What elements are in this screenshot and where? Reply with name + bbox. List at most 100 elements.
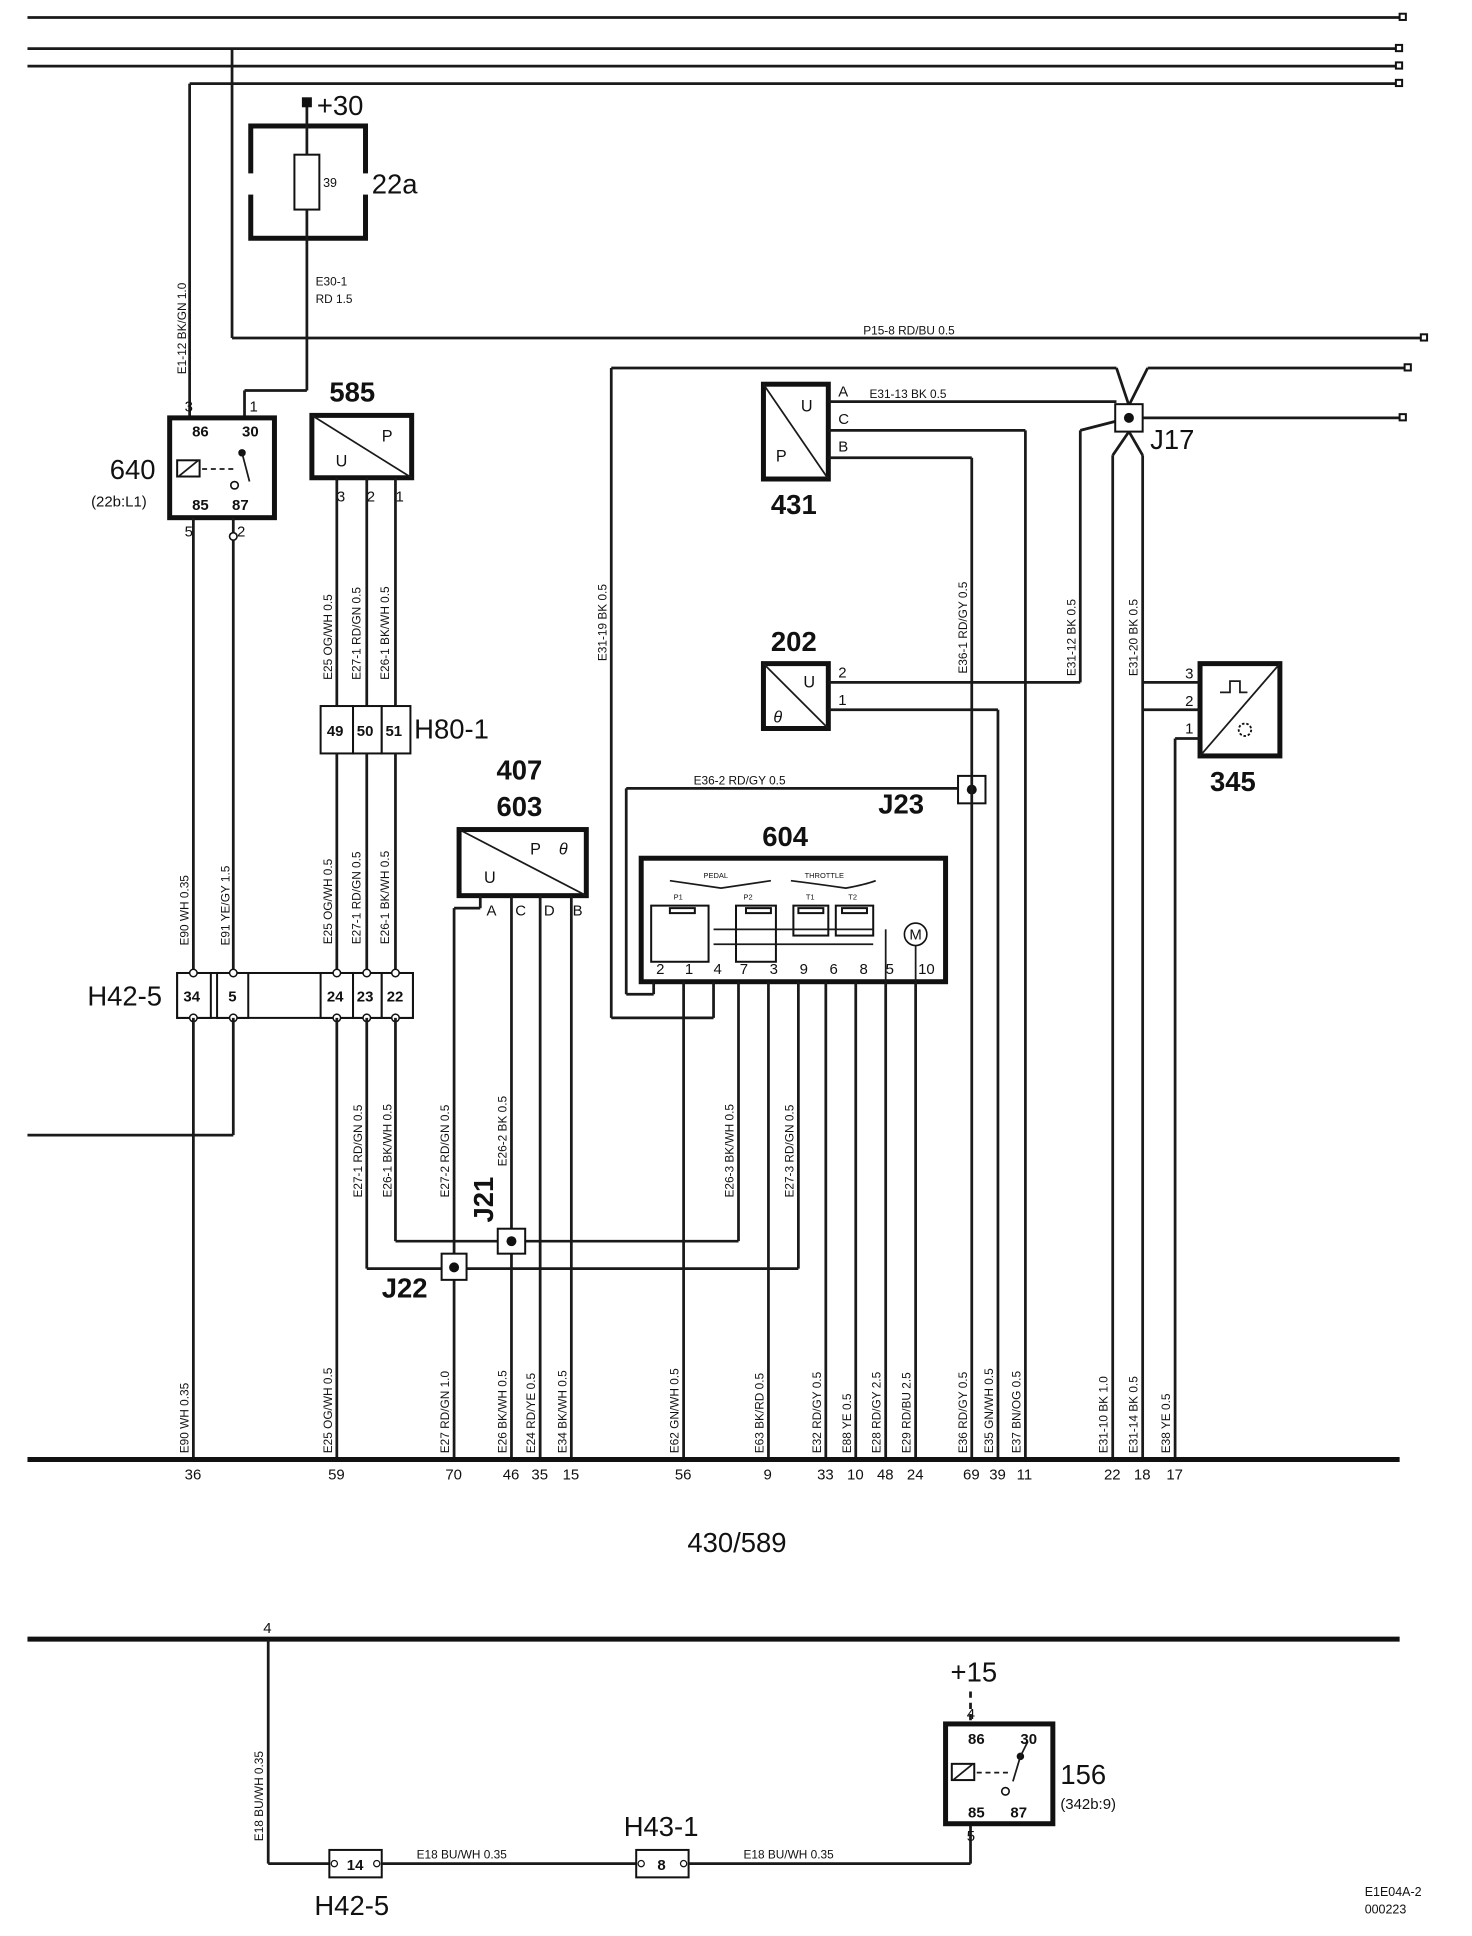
connector-h80-1: 49 50 51 H80-1 — [319, 705, 489, 755]
svg-text:U: U — [803, 673, 815, 691]
wire-label-e31-13: E31-13 BK 0.5 — [869, 387, 946, 401]
wire-label-e18-h1: E18 BU/WH 0.35 — [417, 1848, 508, 1862]
svg-text:E26 BK/WH 0.5: E26 BK/WH 0.5 — [495, 1370, 509, 1453]
svg-text:7: 7 — [740, 961, 748, 978]
svg-text:24: 24 — [907, 1466, 924, 1483]
junction-j17: J17 — [1111, 363, 1412, 1460]
component-640-relay: 86 30 85 87 3 1 5 2 640 (22b:L1) — [91, 399, 277, 540]
svg-text:E38 YE 0.5: E38 YE 0.5 — [1159, 1393, 1173, 1453]
svg-text:E27-1 RD/GN 0.5: E27-1 RD/GN 0.5 — [350, 851, 364, 944]
svg-text:E27-2 RD/GN 0.5: E27-2 RD/GN 0.5 — [438, 1104, 452, 1197]
svg-text:3: 3 — [185, 399, 193, 416]
svg-text:4: 4 — [714, 961, 722, 978]
svg-text:34: 34 — [183, 989, 200, 1006]
svg-text:6: 6 — [830, 961, 838, 978]
supply-plus15: +15 — [951, 1657, 998, 1688]
svg-text:E31-10 BK 1.0: E31-10 BK 1.0 — [1097, 1376, 1111, 1453]
connector-id-h42-5: H42-5 — [87, 980, 162, 1011]
svg-text:9: 9 — [763, 1466, 771, 1483]
svg-text:T1: T1 — [806, 892, 815, 901]
svg-text:E27-1 RD/GN 0.5: E27-1 RD/GN 0.5 — [350, 587, 364, 680]
svg-text:θ: θ — [559, 840, 568, 858]
svg-text:70: 70 — [445, 1466, 462, 1483]
svg-text:P: P — [382, 428, 393, 446]
junction-j22: J22 — [382, 1252, 468, 1303]
svg-text:51: 51 — [385, 723, 402, 740]
svg-text:E27 RD/GN 1.0: E27 RD/GN 1.0 — [438, 1371, 452, 1454]
wire-label-e36-1: E36-1 RD/GY 0.5 — [956, 581, 970, 673]
svg-text:3: 3 — [770, 961, 778, 978]
wire-label-e30-1: E30-1 — [316, 275, 348, 289]
component-id-603: 603 — [496, 791, 542, 822]
svg-text:1: 1 — [250, 399, 258, 416]
svg-text:35: 35 — [531, 1466, 548, 1483]
svg-text:14: 14 — [347, 1857, 364, 1874]
svg-text:1: 1 — [395, 488, 403, 505]
svg-text:85: 85 — [192, 497, 209, 514]
svg-text:E90 WH 0.35: E90 WH 0.35 — [177, 1382, 191, 1453]
svg-text:39: 39 — [989, 1466, 1006, 1483]
svg-text:D: D — [544, 903, 555, 920]
svg-text:T2: T2 — [848, 892, 857, 901]
svg-text:1: 1 — [1185, 720, 1193, 737]
svg-text:P1: P1 — [674, 892, 683, 901]
svg-text:E27-1 RD/GN 0.5: E27-1 RD/GN 0.5 — [351, 1104, 365, 1197]
svg-text:5: 5 — [886, 961, 894, 978]
component-ref-156: (342b:9) — [1060, 1796, 1116, 1813]
svg-text:E26-1 BK/WH 0.5: E26-1 BK/WH 0.5 — [378, 586, 392, 680]
svg-text:E63 BK/RD 0.5: E63 BK/RD 0.5 — [752, 1373, 766, 1454]
svg-text:P: P — [776, 448, 787, 466]
junction-j23: J23 — [878, 774, 987, 819]
component-202-sensor: U θ 2 1 202 — [760, 626, 847, 731]
doc-ref-date: 000223 — [1365, 1903, 1407, 1917]
svg-text:U: U — [484, 869, 496, 887]
svg-text:E26-2 BK 0.5: E26-2 BK 0.5 — [495, 1095, 509, 1166]
doc-ref-code: E1E04A-2 — [1365, 1885, 1422, 1899]
top-bus-lines: P15-8 RD/BU 0.5 — [27, 12, 1429, 342]
svg-text:33: 33 — [817, 1466, 834, 1483]
svg-text:5: 5 — [185, 523, 193, 540]
svg-text:5: 5 — [228, 989, 236, 1006]
svg-text:17: 17 — [1166, 1466, 1183, 1483]
svg-text:23: 23 — [357, 989, 374, 1006]
svg-text:18: 18 — [1134, 1466, 1151, 1483]
svg-text:46: 46 — [503, 1466, 520, 1483]
component-id-431: 431 — [771, 489, 817, 520]
svg-text:B: B — [573, 903, 583, 920]
supply-plus30: +30 — [317, 90, 364, 121]
svg-text:1: 1 — [685, 961, 693, 978]
svg-text:U: U — [336, 453, 348, 471]
svg-text:E25 OG/WH 0.5: E25 OG/WH 0.5 — [321, 858, 335, 944]
wire-label-e31-12: E31-12 BK 0.5 — [1064, 599, 1078, 676]
junction-j21: J21 — [468, 1177, 527, 1255]
ecu-connector: 36 59 70 46 35 15 56 9 33 10 48 24 69 39… — [27, 1456, 1400, 1558]
svg-text:M: M — [909, 926, 921, 943]
svg-text:E36 RD/GY 0.5: E36 RD/GY 0.5 — [956, 1371, 970, 1453]
svg-text:E31-14 BK 0.5: E31-14 BK 0.5 — [1127, 1376, 1141, 1453]
component-id-604: 604 — [762, 821, 809, 852]
component-ref-640: (22b:L1) — [91, 493, 147, 510]
svg-text:THROTTLE: THROTTLE — [805, 871, 844, 880]
svg-text:87: 87 — [1010, 1804, 1027, 1821]
gear-icon — [1237, 722, 1253, 737]
wire-label-p15-8: P15-8 RD/BU 0.5 — [863, 323, 955, 337]
bottom-wire-labels: E90 WH 0.35 E25 OG/WH 0.5 E27 RD/GN 1.0 … — [177, 1367, 1173, 1453]
wire-label-e1-12: E1-12 BK/GN 1.0 — [175, 282, 189, 374]
wire-label-e31-19: E31-19 BK 0.5 — [595, 584, 609, 661]
component-id-407: 407 — [496, 755, 542, 786]
svg-text:E32 RD/GY 0.5: E32 RD/GY 0.5 — [810, 1371, 824, 1453]
wire-label-e91-top: E91 YE/GY 1.5 — [219, 865, 233, 945]
svg-text:E25 OG/WH 0.5: E25 OG/WH 0.5 — [321, 1367, 335, 1453]
svg-text:E24 RD/YE 0.5: E24 RD/YE 0.5 — [524, 1373, 538, 1454]
svg-text:22: 22 — [387, 989, 404, 1006]
svg-text:2: 2 — [838, 664, 846, 681]
svg-text:1: 1 — [838, 692, 846, 709]
svg-text:2: 2 — [367, 488, 375, 505]
svg-text:J21: J21 — [468, 1177, 499, 1223]
svg-text:3: 3 — [337, 488, 345, 505]
lower-circuit: 4 E18 BU/WH 0.35 14 H42-5 E18 BU/WH 0.35… — [27, 1620, 1400, 1921]
svg-text:9: 9 — [800, 961, 808, 978]
wire-label-e30-1-color: RD 1.5 — [316, 292, 353, 306]
svg-text:E88 YE 0.5: E88 YE 0.5 — [840, 1393, 854, 1453]
